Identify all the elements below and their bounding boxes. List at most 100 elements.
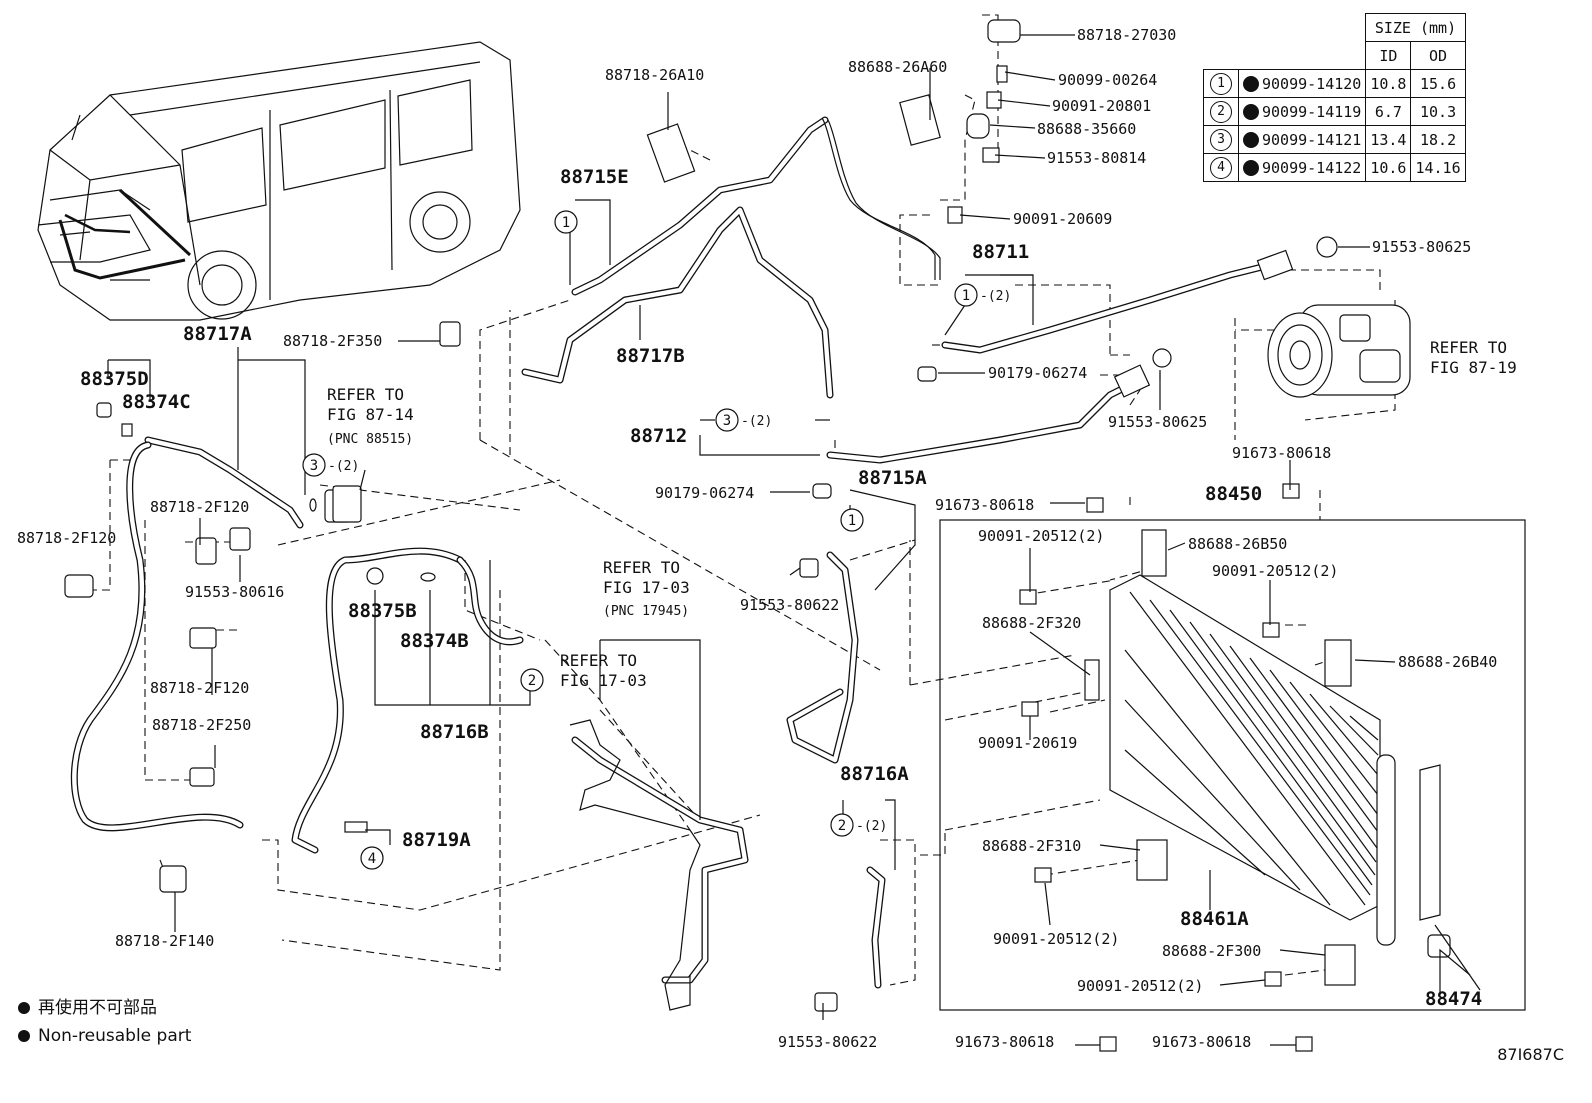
ref-87-14-line2[interactable]: FIG 87-14 [327,405,414,424]
label-88715A: 88715A [858,467,927,489]
label-88717A: 88717A [183,323,252,345]
qty-88716A: -(2) [856,819,887,834]
qty-88711: -(2) [980,289,1011,304]
label-88688-2F320: 88688-2F320 [982,614,1081,632]
row-number: 1 [1210,72,1232,95]
label-88718-2F120-c: 88718-2F120 [150,679,249,697]
label-91553-80814: 91553-80814 [1047,149,1146,167]
refer-notes: REFER TO FIG 87-14 (PNC 88515) REFER TO … [327,338,1517,690]
row-id: 10.8 [1365,69,1412,98]
label-88717B: 88717B [616,345,685,367]
legend-en: Non-reusable part [38,1026,192,1046]
label-88450: 88450 [1205,483,1262,505]
qty-expansion-valve: -(2) [328,459,359,474]
condenser [939,519,1526,1011]
legend-row-en: Non-reusable part [18,1022,191,1050]
label-88715E: 88715E [560,166,629,188]
ref-87-19-line1[interactable]: REFER TO [1430,338,1507,357]
row-od: 14.16 [1410,153,1466,182]
label-91673-80618-d: 91673-80618 [1152,1033,1251,1051]
row-od: 15.6 [1410,69,1466,98]
qty-88712: -(2) [741,414,772,429]
non-reusable-dot-icon [18,1002,30,1014]
size-col-od: OD [1410,41,1466,70]
label-88718-2F120-b: 88718-2F120 [17,529,116,547]
ref-17-03-b-line2[interactable]: FIG 17-03 [560,671,647,690]
label-90099-00264: 90099-00264 [1058,71,1157,89]
label-88461A: 88461A [1180,908,1249,930]
row-part: 90099-14122 [1262,158,1362,177]
label-88718-27030: 88718-27030 [1077,26,1176,44]
dashed-guides [78,14,1396,986]
label-88716A: 88716A [840,763,909,785]
table-row: 4 90099-14122 10.6 14.16 [1203,153,1466,182]
label-90091-20609: 90091-20609 [1013,210,1112,228]
o-ring-size-table: SIZE (mm) ID OD 1 90099-14120 10.8 15.6 … [1203,13,1466,182]
ref-87-14-line1[interactable]: REFER TO [327,385,404,404]
table-row: 2 90099-14119 6.7 10.3 [1203,97,1466,126]
compressor [1267,304,1411,398]
label-90179-06274-a: 90179-06274 [988,364,1087,382]
non-reusable-dot-icon [18,1030,30,1042]
ref-87-14-line3: (PNC 88515) [327,432,413,447]
svg-text:3: 3 [723,413,731,429]
part-labels: 88718-27030 88688-26A60 90099-00264 9009… [17,26,1497,1051]
label-91553-80622-b: 91553-80622 [778,1033,877,1051]
label-90091-20512-c: 90091-20512(2) [993,930,1119,948]
ref-17-03-a-line3: (PNC 17945) [603,604,689,619]
legend-jp: 再使用不可部品 [38,998,157,1018]
ref-17-03-b-line1[interactable]: REFER TO [560,651,637,670]
label-91673-80618-b: 91673-80618 [1232,444,1331,462]
legend: 再使用不可部品 Non-reusable part [18,994,191,1050]
svg-text:3: 3 [310,458,318,474]
row-number: 4 [1210,156,1232,179]
non-reusable-dot-icon [1243,131,1259,148]
label-91673-80618-c: 91673-80618 [955,1033,1054,1051]
small-parts [64,19,1356,1052]
label-88718-2F140: 88718-2F140 [115,932,214,950]
svg-text:2: 2 [528,673,536,689]
circled-callouts: 1 1 -(2) 3 -(2) 3 -(2) 1 2 2 -(2) 4 [302,210,1011,870]
ref-87-19-line2[interactable]: FIG 87-19 [1430,358,1517,377]
svg-text:4: 4 [368,851,376,867]
label-88688-2F310: 88688-2F310 [982,837,1081,855]
label-91553-80616: 91553-80616 [185,583,284,601]
legend-row-jp: 再使用不可部品 [18,994,191,1022]
label-88711: 88711 [972,241,1029,263]
label-88374B: 88374B [400,630,469,652]
row-part: 90099-14121 [1262,130,1362,149]
row-od: 10.3 [1410,97,1466,126]
row-id: 6.7 [1365,97,1412,126]
row-id: 10.6 [1365,153,1412,182]
label-88688-26B40: 88688-26B40 [1398,653,1497,671]
table-row: 1 90099-14120 10.8 15.6 [1203,69,1466,98]
label-88719A: 88719A [402,829,471,851]
row-part: 90099-14119 [1262,102,1362,121]
row-number: 3 [1210,128,1232,151]
label-90091-20801: 90091-20801 [1052,97,1151,115]
label-88474: 88474 [1425,988,1482,1010]
leader-lines [107,34,1481,1046]
row-od: 18.2 [1410,125,1466,154]
label-88718-2F350: 88718-2F350 [283,332,382,350]
label-90091-20512-d: 90091-20512(2) [1077,977,1203,995]
non-reusable-dot-icon [1243,75,1259,92]
label-91553-80625-a: 91553-80625 [1372,238,1471,256]
label-91673-80618-a: 91673-80618 [935,496,1034,514]
ref-17-03-a-line2[interactable]: FIG 17-03 [603,578,690,597]
label-88718-26A10: 88718-26A10 [605,66,704,84]
label-91553-80622-a: 91553-80622 [740,596,839,614]
ref-17-03-a-line1[interactable]: REFER TO [603,558,680,577]
svg-text:1: 1 [562,215,570,231]
label-88716B: 88716B [420,721,489,743]
label-88718-2F250: 88718-2F250 [152,716,251,734]
label-90091-20512-b: 90091-20512(2) [1212,562,1338,580]
label-90091-20619: 90091-20619 [978,734,1077,752]
label-88688-35660: 88688-35660 [1037,120,1136,138]
label-88688-2F300: 88688-2F300 [1162,942,1261,960]
size-header: SIZE (mm) [1365,13,1466,42]
size-col-id: ID [1365,41,1412,70]
pipes [70,116,1274,1011]
row-number: 2 [1210,100,1232,123]
